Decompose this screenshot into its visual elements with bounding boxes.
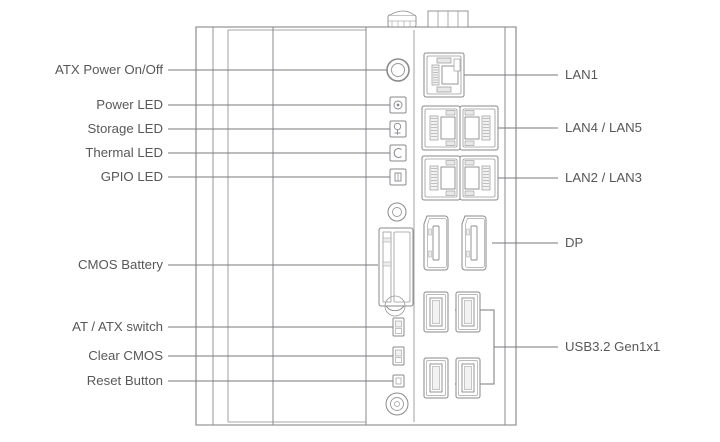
lan3-port: [459, 155, 499, 201]
screw-standoff-top: [387, 202, 407, 222]
gpio-led-icon: [389, 168, 407, 186]
thermal-led-icon: [389, 144, 407, 162]
leader-lines: [168, 69, 558, 385]
antenna-knob: [387, 10, 417, 28]
label-reset-button: Reset Button: [86, 373, 163, 388]
screw-standoff-bottom: [385, 392, 409, 416]
label-lan4-lan5: LAN4 / LAN5: [565, 120, 642, 135]
label-thermal-led: Thermal LED: [85, 145, 163, 160]
chassis-top-features: [387, 10, 469, 28]
dp-port-2: [461, 215, 487, 271]
label-dp: DP: [565, 235, 584, 250]
usb-port-4: [455, 357, 481, 399]
power-led-icon: [389, 96, 407, 114]
dp-port-1: [423, 215, 449, 271]
lan5-port: [459, 105, 499, 151]
label-cmos-battery: CMOS Battery: [77, 257, 163, 272]
cmos-battery: [378, 227, 414, 317]
storage-led-icon: [389, 120, 407, 138]
label-storage-led: Storage LED: [87, 121, 163, 136]
reset-button: [392, 374, 405, 388]
atx-power-button: [386, 58, 410, 82]
lan1-port: [423, 52, 465, 98]
front-panel-controls: [378, 58, 414, 416]
usb-port-3: [423, 357, 449, 399]
lan4-port: [421, 105, 461, 151]
label-power-led: Power LED: [96, 97, 163, 112]
label-lan2-lan3: LAN2 / LAN3: [565, 170, 642, 185]
lan2-port: [421, 155, 461, 201]
vent-bracket: [427, 10, 469, 28]
label-gpio-led: GPIO LED: [100, 169, 163, 184]
at-atx-switch: [392, 317, 405, 337]
label-atx-power-on-off: ATX Power On/Off: [55, 62, 163, 77]
label-usb32-gen1x1: USB3.2 Gen1x1: [565, 339, 661, 354]
clear-cmos-switch: [392, 346, 405, 366]
label-at-atx-switch: AT / ATX switch: [72, 319, 163, 334]
label-clear-cmos: Clear CMOS: [88, 348, 163, 363]
usb-port-1: [423, 291, 449, 333]
usb-port-2: [455, 291, 481, 333]
label-lan1: LAN1: [565, 67, 598, 82]
